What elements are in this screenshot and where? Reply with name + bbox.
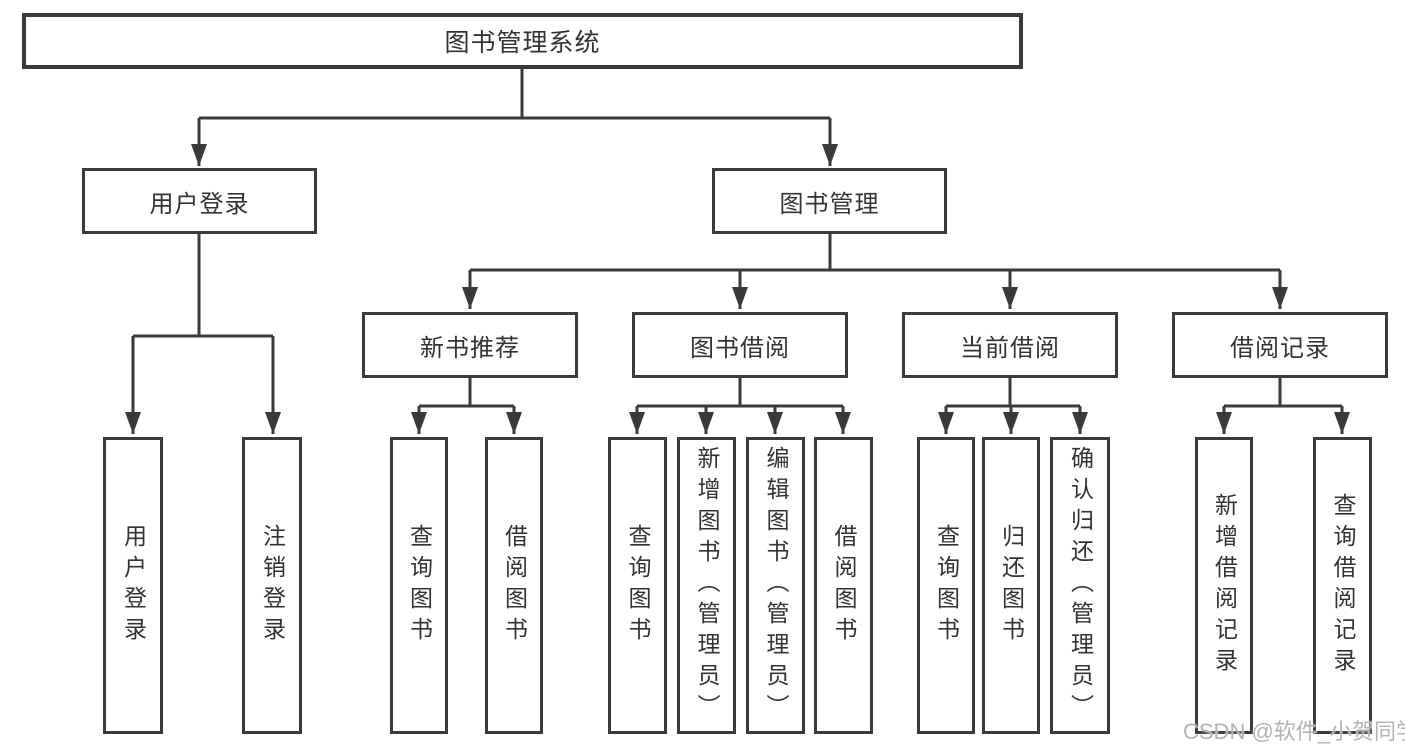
csdn-watermark: CSDN @软件_小贺同学 bbox=[1183, 719, 1405, 744]
connector-root-to-level2 bbox=[191, 68, 838, 166]
node-current-borrow: 当前借阅 bbox=[902, 312, 1118, 378]
leaf-label: 归还图书 bbox=[998, 523, 1025, 648]
leaf-label: 查询图书 bbox=[406, 523, 433, 648]
leaf-label: 借阅图书 bbox=[501, 523, 528, 648]
leaf-label: 确认归还（管理员） bbox=[1067, 446, 1094, 725]
leaf-borrow-book: 借阅图书 bbox=[814, 437, 873, 734]
connector-newbooks-to-leaves bbox=[411, 378, 522, 434]
leaf-query-book: 查询图书 bbox=[917, 437, 975, 734]
leaf-logout: 注销登录 bbox=[242, 437, 302, 734]
leaf-label: 查询图书 bbox=[625, 523, 651, 648]
node-user-login: 用户登录 bbox=[82, 168, 317, 234]
leaf-add-borrow-record: 新增借阅记录 bbox=[1195, 437, 1253, 734]
node-new-book-recommend: 新书推荐 bbox=[362, 312, 578, 378]
leaf-label: 借阅图书 bbox=[831, 523, 857, 648]
leaf-confirm-return-admin: 确认归还（管理员） bbox=[1050, 437, 1110, 734]
leaf-query-book: 查询图书 bbox=[608, 437, 667, 734]
leaf-label: 用户登录 bbox=[120, 523, 147, 648]
leaf-edit-book-admin: 编辑图书（管理员） bbox=[746, 437, 805, 734]
connector-bookborrow-to-leaves bbox=[629, 378, 851, 434]
connector-login-to-leaves bbox=[125, 233, 281, 434]
leaf-label: 查询图书 bbox=[933, 523, 960, 648]
leaf-label: 新增图书（管理员） bbox=[694, 446, 720, 725]
leaf-user-login: 用户登录 bbox=[103, 437, 163, 734]
node-library-system: 图书管理系统 bbox=[22, 13, 1023, 69]
node-book-management: 图书管理 bbox=[712, 168, 947, 234]
node-book-borrow: 图书借阅 bbox=[632, 312, 848, 378]
node-borrow-records: 借阅记录 bbox=[1172, 312, 1388, 378]
connector-bookmgmt-to-level3 bbox=[462, 233, 1288, 309]
leaf-borrow-book: 借阅图书 bbox=[485, 437, 543, 734]
leaf-label: 注销登录 bbox=[259, 523, 286, 648]
leaf-query-borrow-record: 查询借阅记录 bbox=[1313, 437, 1372, 734]
leaf-return-book: 归还图书 bbox=[982, 437, 1040, 734]
connector-records-to-leaves bbox=[1216, 378, 1350, 434]
leaf-label: 新增借阅记录 bbox=[1211, 492, 1238, 679]
connector-currentborrow-to-leaves bbox=[938, 378, 1088, 434]
leaf-label: 查询借阅记录 bbox=[1330, 492, 1356, 679]
leaf-label: 编辑图书（管理员） bbox=[763, 446, 789, 725]
leaf-query-book: 查询图书 bbox=[390, 437, 448, 734]
leaf-add-book-admin: 新增图书（管理员） bbox=[677, 437, 736, 734]
